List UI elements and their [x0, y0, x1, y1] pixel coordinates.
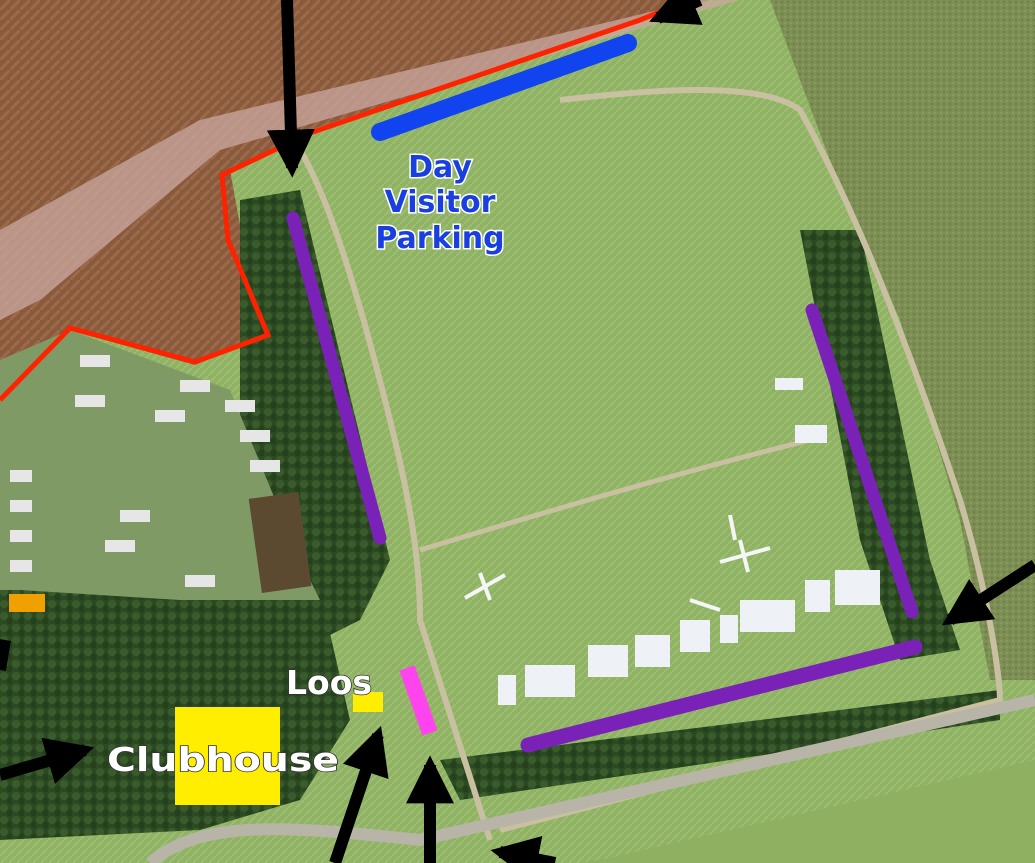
moorland-area — [770, 0, 1035, 680]
loos-marker — [353, 692, 383, 712]
arrow-east — [941, 559, 1035, 626]
parked-gliders — [498, 378, 880, 705]
day-visitor-parking-bar — [371, 34, 637, 141]
site-boundary — [0, 9, 661, 402]
building-dark — [248, 491, 312, 594]
arrow-west-orange — [0, 639, 11, 671]
day-visitor-parking-label: Day Visitor Parking — [374, 149, 506, 258]
arrow-top-west — [266, 0, 315, 178]
hangar-bar-south — [520, 639, 923, 753]
caravans — [10, 355, 280, 587]
parking-label-line1: Day — [408, 150, 472, 185]
hangar-bar-west — [286, 211, 387, 545]
tree-belt-east — [800, 230, 960, 660]
clubhouse-marker — [175, 707, 280, 805]
tree-belt-south — [440, 690, 1000, 800]
cross-track — [419, 437, 811, 553]
road-south — [146, 694, 1035, 863]
loos-label: Loos — [286, 663, 372, 702]
hangar-bar-east — [805, 303, 919, 619]
orange-marker — [9, 594, 45, 612]
parking-label-line2: Visitor — [385, 185, 496, 220]
arrow-loos — [329, 725, 389, 863]
gliders-on-grass — [464, 514, 771, 612]
grass-lower-southeast — [580, 760, 1035, 863]
arrow-top-right — [649, 0, 703, 25]
arrow-clubhouse — [0, 737, 95, 784]
loos-path-bar — [399, 665, 438, 736]
parking-label-line3: Parking — [375, 221, 504, 256]
farmland-area — [0, 0, 710, 390]
arrow-bottom-road — [490, 835, 557, 863]
farm-track — [0, 0, 740, 320]
clubhouse-label: Clubhouse — [107, 740, 339, 779]
